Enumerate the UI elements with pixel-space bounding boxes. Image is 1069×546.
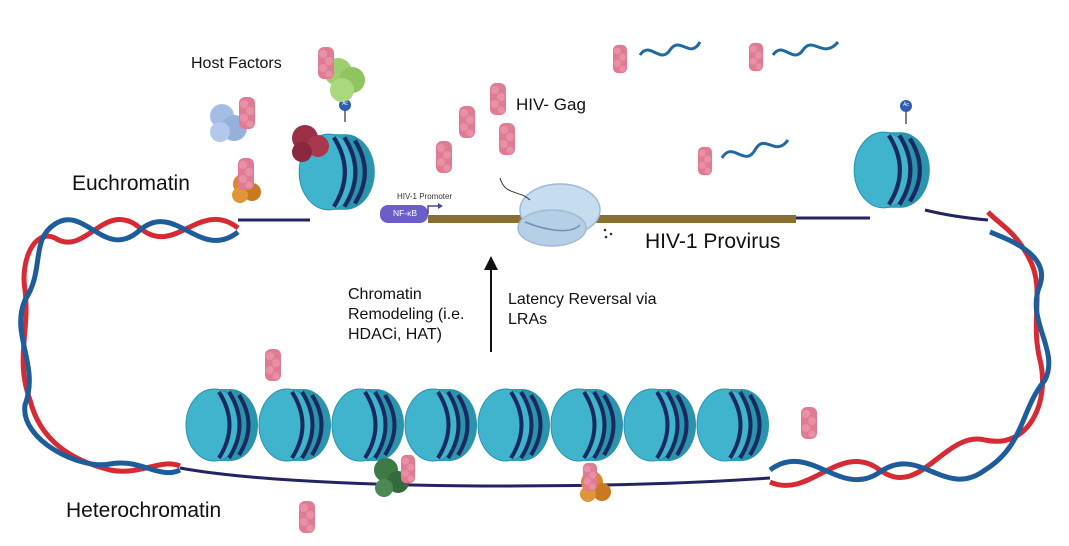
heterochromatin-label: Heterochromatin xyxy=(66,499,222,522)
heterochromatin-nucleosome-array xyxy=(184,387,771,463)
nucleosome-icon xyxy=(549,387,625,463)
mrna-strand-icon xyxy=(748,40,840,72)
linker-dna-heterochromatin xyxy=(179,466,771,488)
gag-protein-icon xyxy=(239,97,255,129)
arrow-up-head xyxy=(484,256,498,270)
nucleosome-icon xyxy=(476,387,552,463)
hiv-promoter-label: HIV-1 Promoter xyxy=(397,192,453,201)
host-factor-blue-icon xyxy=(210,104,247,142)
gag-protein-icon xyxy=(499,123,515,155)
host-factors-label: Host Factors xyxy=(191,55,282,72)
dna-helix-right xyxy=(768,210,1052,488)
gag-protein-icon xyxy=(299,501,315,533)
linker-dna-3prime xyxy=(795,208,989,222)
gag-protein-icon xyxy=(400,454,416,484)
nucleosome-icon xyxy=(622,387,698,463)
nucleosome-icon xyxy=(184,387,260,463)
ribosome-icon xyxy=(499,177,613,247)
gag-protein-icon xyxy=(265,349,281,381)
promoter-arrow-icon xyxy=(427,205,440,214)
gag-protein-icon xyxy=(490,83,506,115)
gag-protein-icon xyxy=(582,462,598,492)
gag-protein-icon xyxy=(318,47,334,79)
nucleosome-icon xyxy=(403,387,479,463)
promoter-arrowhead xyxy=(438,203,443,209)
nucleosome-icon xyxy=(330,387,406,463)
euchromatin-label: Euchromatin xyxy=(72,172,190,195)
acetyl-label: Ac xyxy=(903,102,909,108)
provirus-segment xyxy=(428,215,796,223)
dna-helix-left xyxy=(18,216,240,476)
gag-protein-icon xyxy=(459,106,475,138)
hiv-provirus-label: HIV-1 Provirus xyxy=(645,230,781,253)
gag-protein-icon xyxy=(238,158,254,190)
gag-protein-icon xyxy=(436,141,452,173)
mrna-strand-icon xyxy=(697,139,790,176)
nucleosome-icon xyxy=(695,387,771,463)
acetyl-mark-icon xyxy=(900,100,912,112)
hiv-gag-label: HIV- Gag xyxy=(516,95,586,114)
nucleosome-icon xyxy=(257,387,333,463)
acetyl-label: Ac xyxy=(342,101,348,107)
nf-kb-shape xyxy=(380,205,428,223)
nf-kb-label: NF-κB xyxy=(392,208,418,218)
host-factor-maroon-icon xyxy=(292,125,329,162)
mrna-strand-icon xyxy=(612,41,702,74)
gag-protein-icon xyxy=(801,407,817,439)
nucleosome-icon xyxy=(854,132,930,208)
latency-reversal-label: Latency Reversal via LRAs xyxy=(508,291,657,328)
chromatin-remodeling-label: Chromatin Remodeling (i.e. HDACi, HAT) xyxy=(348,286,465,343)
